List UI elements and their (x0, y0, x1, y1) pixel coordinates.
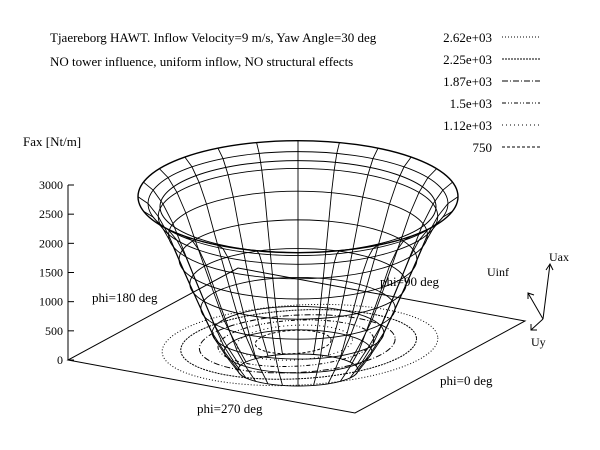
surface-radial-line (327, 244, 379, 385)
uinf-arrowhead (527, 292, 535, 299)
chart-title-line-2: NO tower influence, uniform inflow, NO s… (50, 54, 353, 69)
z-tick-label: 0 (57, 353, 63, 367)
z-tick-label: 2000 (39, 236, 63, 250)
vector-label-uinf: Uinf (487, 265, 509, 279)
z-axis-label: Fax [Nt/m] (23, 134, 81, 149)
contour-line (217, 319, 375, 368)
surface-radial-line (217, 244, 269, 385)
surface-mesh (137, 139, 459, 387)
uinf-vector (527, 292, 544, 320)
contour-line (180, 309, 417, 380)
surface-radial-line (355, 210, 453, 375)
contour-line (236, 324, 353, 361)
uax-arrowhead (545, 263, 554, 271)
surface-radial-line (355, 181, 453, 367)
surface-radial-line (184, 156, 257, 359)
vector-label-uy: Uy (531, 335, 546, 349)
surface-radial-line (313, 250, 340, 386)
surface-radial-line (184, 235, 256, 382)
inflow-vector-triad (527, 263, 554, 331)
legend-label: 1.5e+03 (450, 96, 492, 111)
surface-radial-line (327, 148, 379, 357)
legend-label: 1.87e+03 (443, 74, 492, 89)
contour-lines (161, 303, 439, 387)
z-tick-label: 500 (45, 324, 63, 338)
azimuth-label-0: phi=0 deg (440, 373, 493, 388)
surface-radial-line (339, 156, 412, 359)
surface-radial-line (256, 142, 283, 355)
base-plane (66, 267, 527, 414)
z-tick-label: 2500 (39, 207, 63, 221)
contour-line (254, 329, 332, 355)
z-ticks: 3000 2500 2000 1500 1000 500 0 (39, 178, 74, 367)
surface-radial-line (349, 168, 437, 363)
surface-radial-line (256, 250, 283, 386)
surface-radial-line (217, 148, 269, 357)
z-tick-label: 1500 (39, 266, 63, 280)
uy-vector (530, 318, 544, 331)
vector-label-uax: Uax (549, 250, 569, 264)
z-tick-label: 3000 (39, 178, 63, 192)
contour-line (198, 314, 396, 374)
legend-label: 2.62e+03 (443, 30, 492, 45)
legend-label: 2.25e+03 (443, 52, 492, 67)
surface-radial-line (137, 196, 239, 371)
surface-radial-line (313, 142, 340, 355)
legend-label: 1.12e+03 (443, 118, 492, 133)
surface-radial-line (159, 168, 247, 363)
legend-label: 750 (473, 140, 493, 155)
surface-radial-line (340, 235, 412, 382)
uax-vector (542, 263, 551, 320)
azimuth-label-180: phi=180 deg (92, 290, 158, 305)
z-tick-label: 1000 (39, 295, 63, 309)
surface-radial-line (143, 181, 241, 367)
uy-arrowhead (530, 324, 537, 331)
legend: 2.62e+03 2.25e+03 1.87e+03 1.5e+03 1.12e… (443, 30, 540, 155)
contour-line (161, 303, 439, 387)
azimuth-label-90: phi=90 deg (380, 274, 439, 289)
azimuth-label-270: phi=270 deg (197, 401, 263, 416)
chart-title-line-1: Tjaereborg HAWT. Inflow Velocity=9 m/s, … (50, 30, 377, 45)
